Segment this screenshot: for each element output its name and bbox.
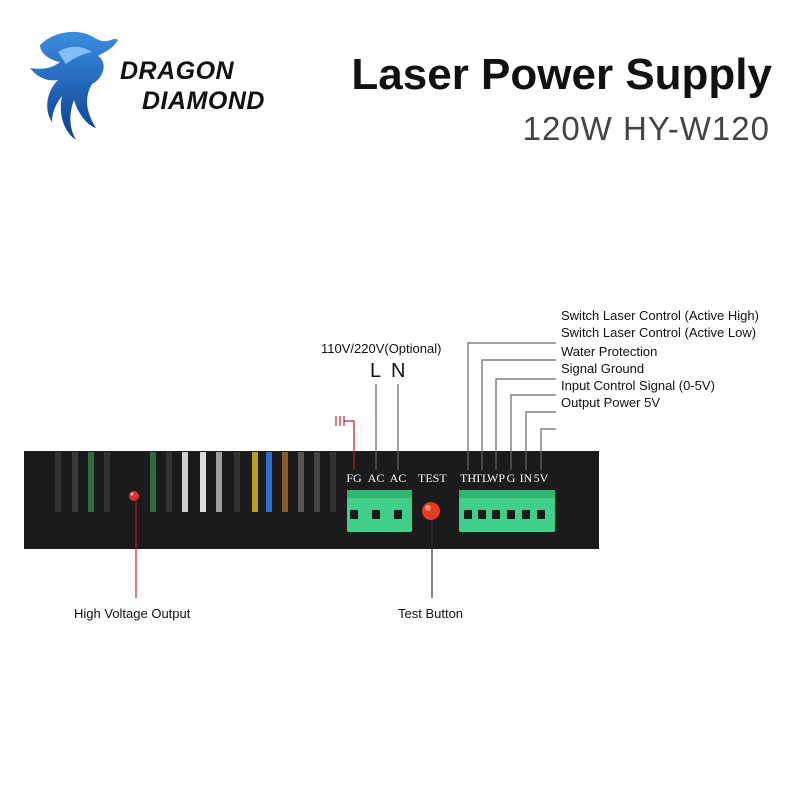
terminal-label-tl: TL	[475, 471, 490, 485]
signal-label-g: Signal Ground	[561, 361, 645, 376]
neutral-label: N	[391, 360, 406, 382]
terminal-label-5v: 5V	[534, 471, 549, 485]
test-button-label: Test Button	[398, 606, 464, 621]
brand-line-2: DIAMOND	[142, 87, 265, 115]
terminal-label-th: TH	[460, 471, 476, 485]
terminal-label-fg-0: FG	[346, 471, 362, 485]
terminal-screw	[478, 510, 486, 519]
vent-slot	[234, 452, 240, 512]
ground-symbol-icon	[335, 416, 355, 470]
page-title: Laser Power Supply	[351, 50, 772, 99]
vent-slot	[298, 452, 304, 512]
signal-label-th: Switch Laser Control (Active High)	[561, 308, 759, 323]
signal-leader-line	[525, 411, 556, 470]
signal-leader-line	[467, 342, 556, 470]
signal-leader-line	[510, 394, 556, 470]
vent-slot	[330, 452, 336, 512]
terminal-screw	[372, 510, 380, 519]
voltage-label: 110V/220V(Optional)	[321, 341, 442, 356]
model-subtitle: 120W HY-W120	[522, 110, 770, 147]
vent-slot	[166, 452, 172, 512]
high-voltage-led	[129, 491, 139, 501]
signal-leader-line	[540, 428, 556, 470]
signal-label-in: Input Control Signal (0-5V)	[561, 378, 715, 393]
vent-slot	[252, 452, 258, 512]
vent-slot	[216, 452, 222, 512]
vent-slot	[150, 452, 156, 512]
terminal-screw	[350, 510, 358, 519]
terminal-screw	[492, 510, 500, 519]
vent-slot	[200, 452, 206, 512]
brand-line-1: DRAGON	[120, 57, 235, 85]
terminal-label-ac-2: AC	[390, 471, 407, 485]
high-voltage-output-label: High Voltage Output	[74, 606, 191, 621]
terminal-label-wp: WP	[487, 471, 505, 485]
signal-leader-line	[481, 359, 556, 470]
vent-slot	[55, 452, 61, 512]
terminal-screw	[522, 510, 530, 519]
brand-name: DRAGON DIAMOND	[120, 56, 265, 116]
vent-slot	[314, 452, 320, 512]
terminal-label-in: IN	[520, 471, 533, 485]
vent-slot	[182, 452, 188, 512]
vent-slot	[282, 452, 288, 512]
signal-label-tl: Switch Laser Control (Active Low)	[561, 325, 757, 340]
vent-slot	[104, 452, 110, 512]
vent-slot	[88, 452, 94, 512]
vent-slot	[72, 452, 78, 512]
terminal-screw	[507, 510, 515, 519]
signal-label-5v: Output Power 5V	[561, 395, 660, 410]
line-label: L	[370, 360, 382, 382]
terminal-screw	[464, 510, 472, 519]
vent-slot	[266, 452, 272, 512]
test-button[interactable]	[422, 502, 440, 520]
terminal-screw	[537, 510, 545, 519]
vent-slots	[55, 452, 336, 512]
terminal-screw	[394, 510, 402, 519]
signal-label-wp: Water Protection	[561, 344, 658, 359]
signal-leader-line	[495, 378, 556, 470]
terminal-label-g: G	[507, 471, 516, 485]
terminal-label-ac-1: AC	[368, 471, 385, 485]
test-label: TEST	[418, 471, 447, 485]
